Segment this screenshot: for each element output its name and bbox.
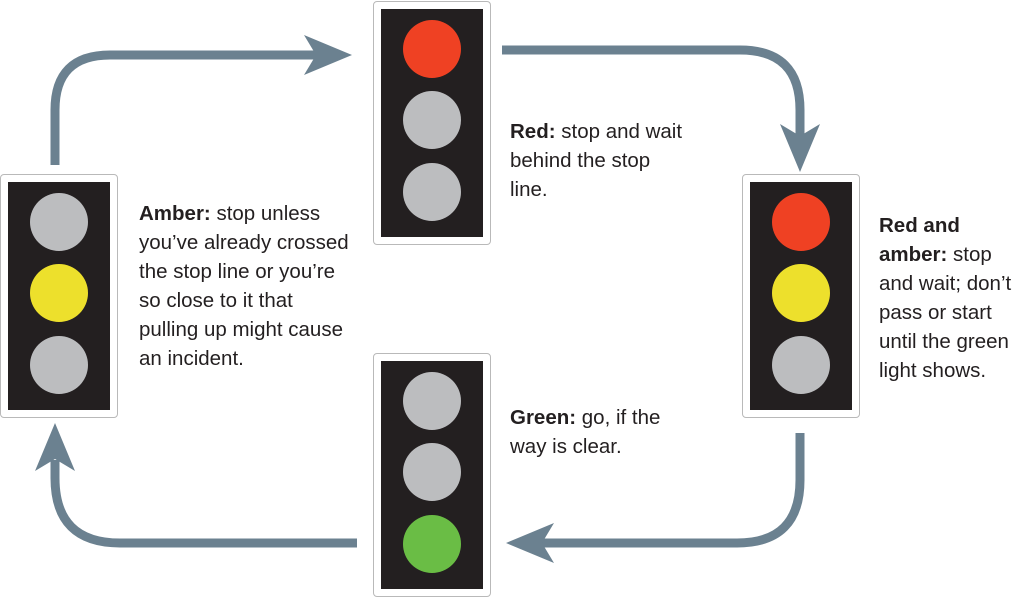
caption-red: Red: stop and wait behind the stop line. [510, 117, 685, 204]
caption-red-title: Red: [510, 120, 556, 143]
caption-green-text: go, if the way is clear. [510, 406, 661, 458]
caption-red-amber-text: stop and wait; don’t pass or start until… [879, 243, 1012, 382]
arrowhead-amber-to-red [304, 35, 352, 75]
amber-lamp [403, 443, 461, 501]
arrowhead-red-to-red-amber [780, 124, 820, 172]
green-lamp [403, 515, 461, 573]
green-lamp [30, 336, 88, 394]
arrowhead-green-to-amber [35, 423, 75, 471]
arrow-green-to-amber [50, 460, 357, 548]
arrow-amber-to-red [50, 50, 318, 165]
arrow-red-amber-to-green [541, 433, 805, 548]
light-housing [750, 182, 852, 410]
red-lamp [30, 193, 88, 251]
traffic-light-red-amber [742, 174, 860, 418]
red-lamp [403, 372, 461, 430]
caption-amber: Amber: stop unless you’ve already crosse… [139, 199, 351, 373]
light-housing [8, 182, 110, 410]
amber-lamp [772, 264, 830, 322]
light-housing [381, 361, 483, 589]
amber-lamp [403, 91, 461, 149]
traffic-light-red [373, 1, 491, 245]
traffic-light-green [373, 353, 491, 597]
caption-red-amber-title: Red and amber: [879, 214, 960, 266]
caption-amber-title: Amber: [139, 202, 211, 225]
traffic-light-amber [0, 174, 118, 418]
light-housing [381, 9, 483, 237]
caption-red-text: stop and wait behind the stop line. [510, 120, 683, 201]
arrowhead-red-amber-to-green [506, 523, 554, 563]
caption-amber-text: stop unless you’ve already crossed the s… [139, 202, 349, 370]
red-lamp [403, 20, 461, 78]
caption-green-title: Green: [510, 406, 577, 429]
green-lamp [403, 163, 461, 221]
arrow-red-to-red-amber [502, 45, 805, 138]
caption-red-amber: Red and amber: stop and wait; don’t pass… [879, 211, 1022, 385]
amber-lamp [30, 264, 88, 322]
caption-green: Green: go, if the way is clear. [510, 403, 690, 461]
green-lamp [772, 336, 830, 394]
red-lamp [772, 193, 830, 251]
